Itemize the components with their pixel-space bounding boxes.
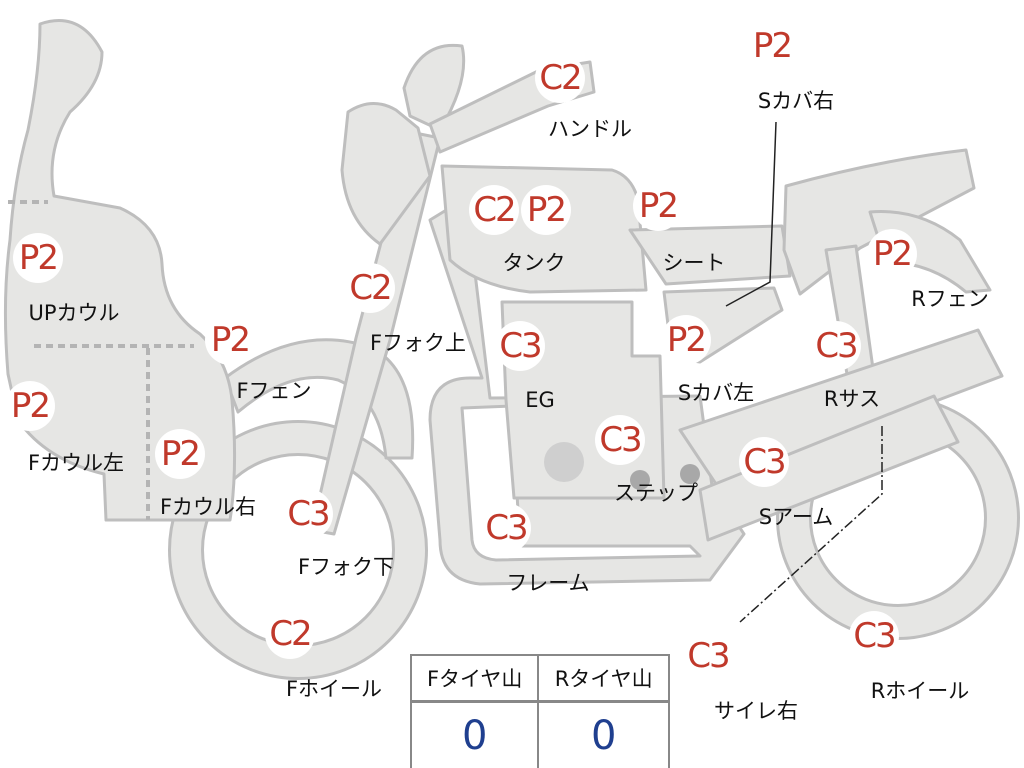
swingarm-label: Sアーム xyxy=(758,505,834,529)
body-parts xyxy=(3,19,1004,586)
engine-cover xyxy=(544,442,584,482)
scover-left-code-badge: P2 xyxy=(661,315,711,365)
swingarm-code-badge: C3 xyxy=(739,437,789,487)
fwheel-label: Fホイール xyxy=(285,677,383,701)
fcowl-left-label: Fカウル左 xyxy=(27,451,125,475)
handle-label: ハンドル xyxy=(548,117,632,141)
rear-tread-value: 0 xyxy=(537,701,670,768)
fwheel-code-badge: C2 xyxy=(265,609,315,659)
frame-label: フレーム xyxy=(506,571,590,595)
front-tread-value: 0 xyxy=(409,701,540,768)
tank-label: タンク xyxy=(502,251,566,275)
ffork-upper-code-badge: C2 xyxy=(345,263,395,313)
ffender-label: Fフェン xyxy=(236,379,312,403)
ffender-code-badge: P2 xyxy=(205,315,255,365)
muffler-right-label: サイレ右 xyxy=(714,699,798,723)
footpeg-right xyxy=(680,464,700,484)
leader-muffler-right xyxy=(739,426,883,623)
upcowl-code-badge: P2 xyxy=(13,233,63,283)
footpeg-left xyxy=(630,470,650,490)
rwheel-code-badge: C3 xyxy=(849,611,899,661)
cowl-divisions xyxy=(8,200,194,520)
cowl-shape xyxy=(3,19,237,522)
ffork-lower-label: Fフォク下 xyxy=(297,555,395,579)
step-code-badge: C3 xyxy=(595,415,645,465)
seat-shape xyxy=(628,224,792,286)
leader-lines xyxy=(725,121,883,623)
rfender-code-badge: P2 xyxy=(867,229,917,279)
step-label: ステップ xyxy=(614,481,698,505)
handle-code-badge: C2 xyxy=(535,53,585,103)
tread-value-row: 0 0 xyxy=(409,701,670,768)
tread-header-row: Fタイヤ山 Rタイヤ山 xyxy=(409,654,670,703)
rfender-label: Rフェン xyxy=(911,287,989,311)
fcowl-left-code-badge: P2 xyxy=(5,381,55,431)
muffler-right-code-badge: C3 xyxy=(683,631,733,681)
fcowl-right-code-badge: P2 xyxy=(155,429,205,479)
upcowl-label: UPカウル xyxy=(28,301,120,325)
muffler-shape xyxy=(698,394,960,542)
headlight-shape xyxy=(340,102,432,246)
tank-code-badge: P2 xyxy=(521,185,571,235)
seat-code-badge: P2 xyxy=(633,181,683,231)
engine-code-badge: C3 xyxy=(495,321,545,371)
front-tread-header: Fタイヤ山 xyxy=(409,654,540,703)
scover-right-label: Sカバ右 xyxy=(757,89,835,113)
rwheel-label: Rホイール xyxy=(870,679,970,703)
seat-label: シート xyxy=(662,251,726,275)
engine-label: EG xyxy=(525,388,555,412)
frame-code-badge: C3 xyxy=(481,503,531,553)
leader-scover-right xyxy=(725,121,777,307)
rsus-label: Rサス xyxy=(823,387,881,411)
scover-right-code-badge: P2 xyxy=(747,21,797,71)
rear-tread-header: Rタイヤ山 xyxy=(537,654,670,703)
tank-code-badge: C2 xyxy=(469,185,519,235)
rsus-code-badge: C3 xyxy=(811,321,861,371)
tread-table: Fタイヤ山 Rタイヤ山 0 0 xyxy=(409,654,670,768)
fcowl-right-label: Fカウル右 xyxy=(159,495,257,519)
scover-left-label: Sカバ左 xyxy=(677,381,755,405)
ffork-upper-label: Fフォク上 xyxy=(369,331,467,355)
ffork-lower-code-badge: C3 xyxy=(283,489,333,539)
